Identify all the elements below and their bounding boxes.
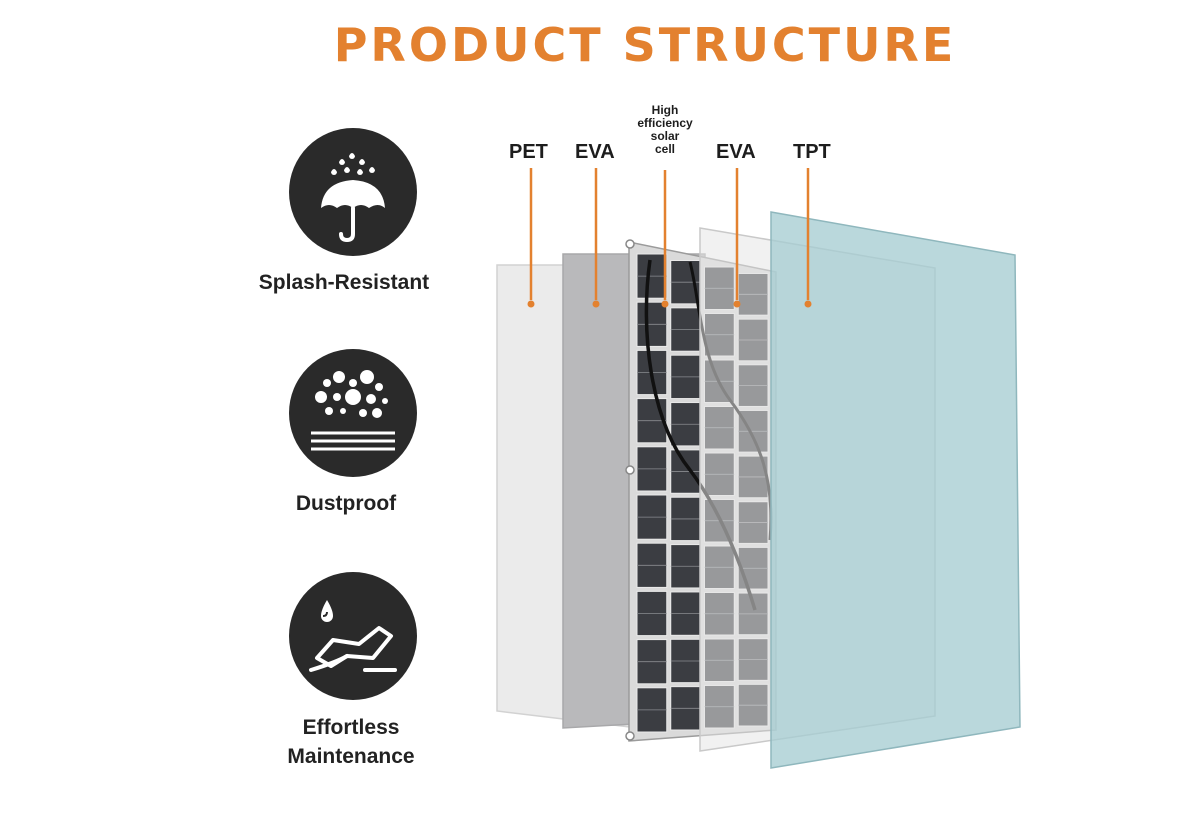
tpt-layer <box>770 211 1021 769</box>
layer-label-eva-front: EVA <box>575 141 615 163</box>
layer-label-pet: PET <box>509 141 548 163</box>
umbrella-rain-icon <box>287 126 419 258</box>
dust-particles-icon <box>287 347 419 479</box>
feature-label-splash-resistant: Splash-Resistant <box>258 271 430 294</box>
solar-cell-label-line-2: efficiency <box>637 116 693 130</box>
solar-cell-label-line-1: High <box>651 103 679 117</box>
solar-cell-label-line-4: cell <box>654 142 675 156</box>
eva-back-leader-dot <box>733 300 741 308</box>
feature-label-line-1: Effortless <box>302 716 400 739</box>
solar-cell-leader-dot <box>661 300 669 308</box>
feature-label-dustproof: Dustproof <box>295 492 397 515</box>
grommet <box>625 731 635 741</box>
feature-label-effortless-maintenance: Effortless Maintenance <box>201 713 501 771</box>
solar-cell-label-line-3: solar <box>650 129 680 143</box>
layer-label-solar-cell: High efficiency solar cell <box>620 104 710 156</box>
eva-front-leader-dot <box>592 300 600 308</box>
feature-label-line-2: Maintenance <box>287 745 415 768</box>
layer-label-tpt: TPT <box>793 141 831 163</box>
grommet <box>625 465 635 475</box>
pet-leader-dot <box>527 300 535 308</box>
page-title: PRODUCT STRUCTURE <box>333 18 957 72</box>
tpt-leader-dot <box>804 300 812 308</box>
wipe-clean-icon <box>287 570 419 702</box>
layer-label-eva-back: EVA <box>716 141 756 163</box>
grommet <box>625 239 635 249</box>
